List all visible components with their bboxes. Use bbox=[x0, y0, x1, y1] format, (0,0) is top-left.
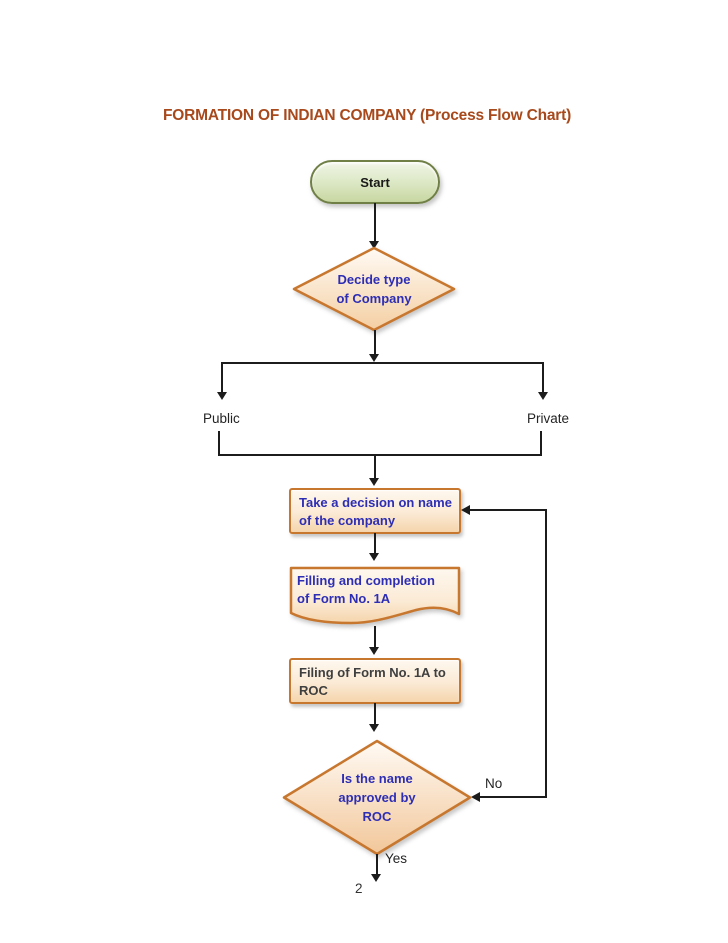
connector-loop-right bbox=[545, 509, 547, 798]
connector-loop-bottom bbox=[479, 796, 547, 798]
connector-merge-to-box bbox=[374, 454, 376, 479]
arrowhead-left-icon bbox=[461, 505, 470, 515]
arrowhead-down-icon bbox=[538, 392, 548, 400]
label-public: Public bbox=[203, 411, 240, 426]
connector-box2-to-decision bbox=[374, 703, 376, 725]
arrowhead-down-icon bbox=[371, 874, 381, 882]
document-shape-icon bbox=[289, 566, 461, 625]
connector-decide-to-branch bbox=[374, 330, 376, 355]
process-filing-form-roc: Filing of Form No. 1A to ROC bbox=[289, 658, 461, 704]
arrowhead-down-icon bbox=[217, 392, 227, 400]
start-label: Start bbox=[360, 174, 390, 190]
connector-doc-to-box2 bbox=[374, 626, 376, 648]
label-no: No bbox=[485, 776, 503, 791]
arrowhead-down-icon bbox=[369, 241, 379, 249]
arrowhead-down-icon bbox=[369, 724, 379, 732]
arrowhead-down-icon bbox=[369, 553, 379, 561]
connector-box1-to-doc bbox=[374, 533, 376, 554]
decision-decide-company-type: Decide type of Company bbox=[292, 246, 456, 332]
arrowhead-left-icon bbox=[471, 792, 480, 802]
arrowhead-down-icon bbox=[369, 478, 379, 486]
arrowhead-down-icon bbox=[369, 647, 379, 655]
label-private: Private bbox=[527, 411, 570, 426]
decision-approved-label: Is the name approved by ROC bbox=[338, 771, 416, 824]
label-yes: Yes bbox=[385, 851, 408, 866]
connector-branch-top bbox=[221, 362, 544, 364]
page-title: FORMATION OF INDIAN COMPANY (Process Flo… bbox=[163, 107, 572, 124]
document-filling-label: Filling and completion of Form No. 1A bbox=[297, 573, 435, 606]
process-take-decision-name: Take a decision on name of the company bbox=[289, 488, 461, 534]
connector-start-to-decide bbox=[374, 203, 376, 243]
start-node: Start bbox=[310, 160, 440, 204]
connector-merge-bottom bbox=[218, 454, 542, 456]
connector-loop-top bbox=[469, 509, 547, 511]
connector-branch-right-drop bbox=[542, 362, 544, 393]
connector-merge-right-drop bbox=[540, 431, 542, 456]
connector-yes-down bbox=[376, 854, 378, 875]
page-number: 2 bbox=[355, 881, 363, 896]
connector-branch-left-drop bbox=[221, 362, 223, 393]
document-filling-form-1a: Filling and completion of Form No. 1A bbox=[289, 566, 461, 628]
arrowhead-down-icon bbox=[369, 354, 379, 362]
connector-merge-left-drop bbox=[218, 431, 220, 456]
decision-name-approved: Is the name approved by ROC bbox=[282, 739, 472, 856]
decision-decide-label: Decide type of Company bbox=[336, 272, 412, 306]
